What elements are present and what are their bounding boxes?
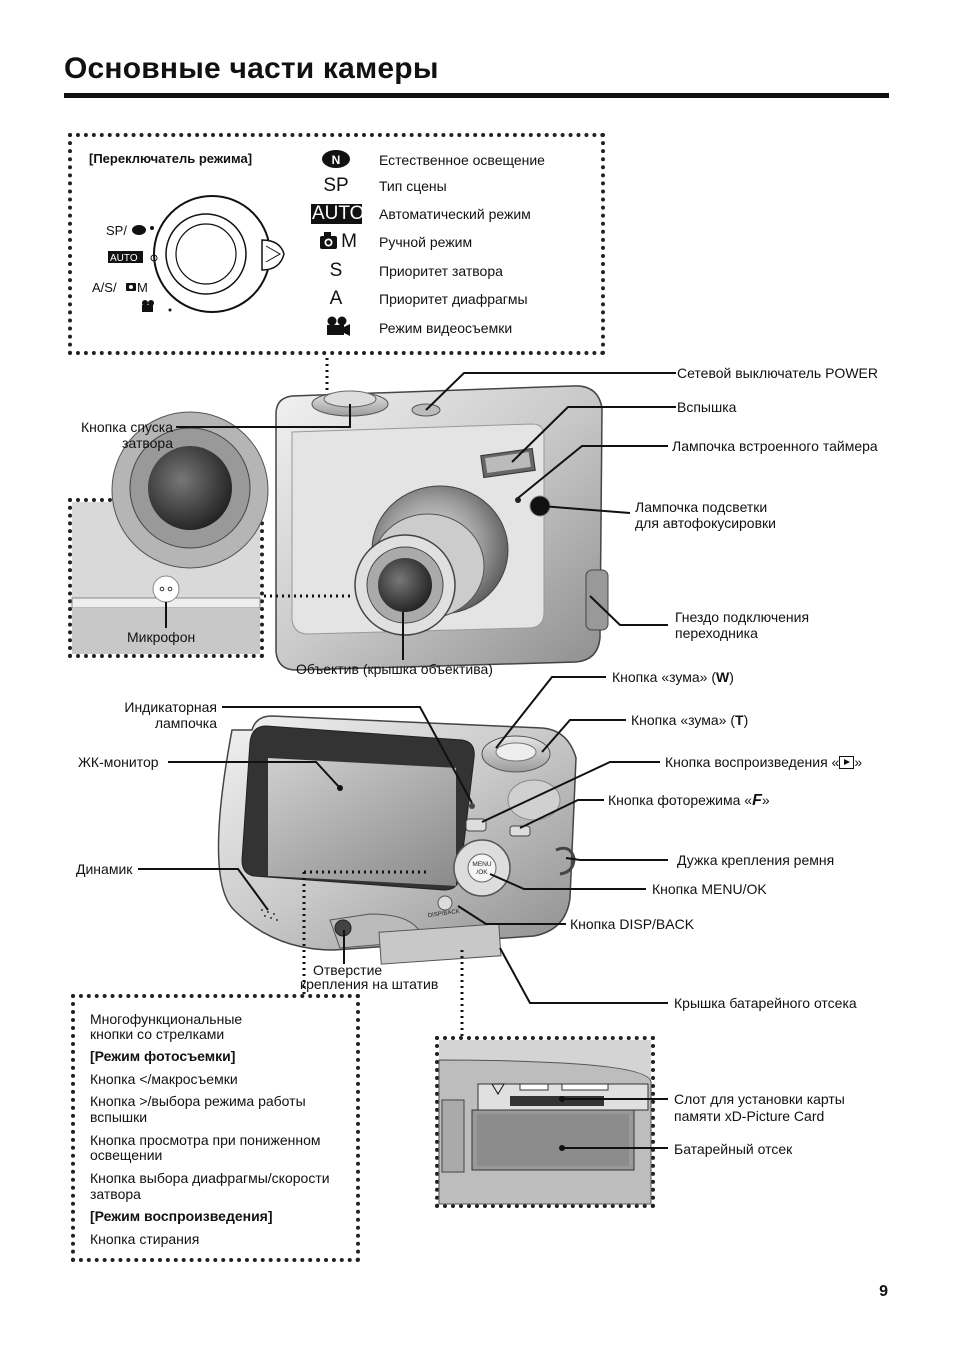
label-tripod-1: Отверстие — [313, 962, 383, 978]
label-strap: Дужка крепления ремня — [677, 852, 835, 868]
mode-symbol-auto: AUTO — [312, 203, 365, 224]
front-camera — [275, 385, 609, 671]
page-title: Основные части камеры — [64, 52, 439, 85]
label-flash: Вспышка — [677, 399, 737, 415]
battery-closeup-box — [435, 1036, 655, 1208]
menu-text: MENU — [472, 861, 491, 868]
mode-label-movie: Режим видеосъемки — [379, 320, 513, 336]
svg-text:N: N — [332, 153, 341, 167]
label-battery-cover: Крышка батарейного отсека — [674, 995, 857, 1011]
label-photo-mode: Кнопка фоторежима «F» — [608, 792, 770, 809]
mode-label-scene: Тип сцены — [379, 178, 447, 194]
label-disp-back: Кнопка DISP/BACK — [570, 916, 695, 932]
label-shutter-1: Кнопка спуска — [80, 419, 173, 435]
natural-light-icon — [322, 150, 350, 168]
item-low-light-1: Кнопка просмотра при пониженном — [90, 1132, 321, 1148]
label-adapter-1: Гнездо подключения — [675, 609, 810, 625]
svg-text:/OK: /OK — [476, 869, 488, 876]
item-right-flash-2: вспышки — [90, 1109, 148, 1125]
playback-icon — [839, 756, 855, 769]
mode-label-auto: Автоматический режим — [379, 206, 531, 222]
mode-dial-box — [68, 133, 605, 355]
label-tripod-2: крепления на штатив — [300, 976, 439, 992]
label-zoom-t: Кнопка «зума» (T) — [631, 712, 749, 728]
mode-label-aperture-priority: Приоритет диафрагмы — [379, 291, 528, 307]
auto-mode-icon — [311, 204, 362, 224]
arrow-heading-1: Многофункциональные — [90, 1011, 243, 1027]
arrow-buttons-box — [71, 994, 360, 1262]
mode-label-shutter-priority: Приоритет затвора — [379, 263, 503, 279]
camera-m-icon — [320, 232, 337, 249]
playback-mode-header: [Режим воспроизведения] — [90, 1208, 273, 1224]
label-zoom-w: Кнопка «зума» (W) — [612, 669, 734, 685]
dial-label-asm: A/S/ — [92, 280, 117, 295]
arrow-heading-2: кнопки со стрелками — [90, 1026, 225, 1042]
label-card-slot-1: Слот для установки карты — [674, 1091, 845, 1107]
label-card-slot-2: памяти xD-Picture Card — [674, 1108, 825, 1124]
label-shutter-2: затвора — [122, 435, 173, 451]
label-lens: Объектив (крышка объектива) — [296, 661, 493, 677]
mode-label-natural: Естественное освещение — [379, 152, 545, 168]
label-speaker: Динамик — [76, 861, 133, 877]
item-right-flash-1: Кнопка >/выбора режима работы — [90, 1093, 306, 1109]
item-low-light-2: освещении — [90, 1147, 163, 1163]
item-aperture-1: Кнопка выбора диафрагмы/скорости — [90, 1170, 330, 1186]
mode-symbol-sp: SP — [323, 175, 349, 196]
item-delete: Кнопка стирания — [90, 1231, 200, 1247]
dial-label-sp: SP/ — [106, 223, 127, 238]
label-self-timer: Лампочка встроенного таймера — [672, 438, 878, 454]
label-battery-compartment: Батарейный отсек — [674, 1141, 793, 1157]
mode-symbol-m: M — [341, 231, 357, 252]
label-af-assist-1: Лампочка подсветки — [635, 499, 768, 515]
dial-label-auto: AUTO — [110, 253, 138, 264]
page-number: 9 — [879, 1283, 888, 1300]
mode-dial-heading: [Переключатель режима] — [89, 151, 253, 166]
label-lcd: ЖК-монитор — [78, 754, 159, 770]
label-af-assist-2: для автофокусировки — [635, 515, 776, 531]
microphone-closeup — [71, 411, 269, 654]
back-camera: MENU /OK DISP/BACK — [217, 715, 577, 965]
svg-text:DISP/BACK: DISP/BACK — [428, 909, 461, 919]
label-power: Сетевой выключатель POWER — [677, 365, 878, 381]
mode-label-manual: Ручной режим — [379, 234, 473, 250]
battery-closeup — [438, 1040, 652, 1205]
label-microphone: Микрофон — [127, 629, 196, 645]
label-indicator-1: Индикаторная — [124, 699, 217, 715]
photo-mode-header: [Режим фотосъемки] — [90, 1048, 236, 1064]
item-left-macro: Кнопка </макросъемки — [90, 1071, 238, 1087]
f-mode-icon: F — [752, 792, 762, 809]
label-indicator-2: лампочка — [154, 715, 217, 731]
mode-symbol-s: S — [329, 260, 343, 281]
label-menu-ok: Кнопка MENU/OK — [652, 881, 767, 897]
item-aperture-2: затвора — [90, 1186, 141, 1202]
label-playback: Кнопка воспроизведения «» — [665, 754, 863, 770]
mode-dial-drawing — [150, 195, 285, 313]
leader-lines — [138, 372, 676, 1149]
dial-label-asm-m: M — [137, 280, 148, 295]
movie-camera-icon — [327, 316, 350, 336]
label-adapter-2: переходника — [675, 625, 758, 641]
mode-symbol-a: A — [329, 288, 343, 309]
title-rule — [64, 93, 889, 98]
